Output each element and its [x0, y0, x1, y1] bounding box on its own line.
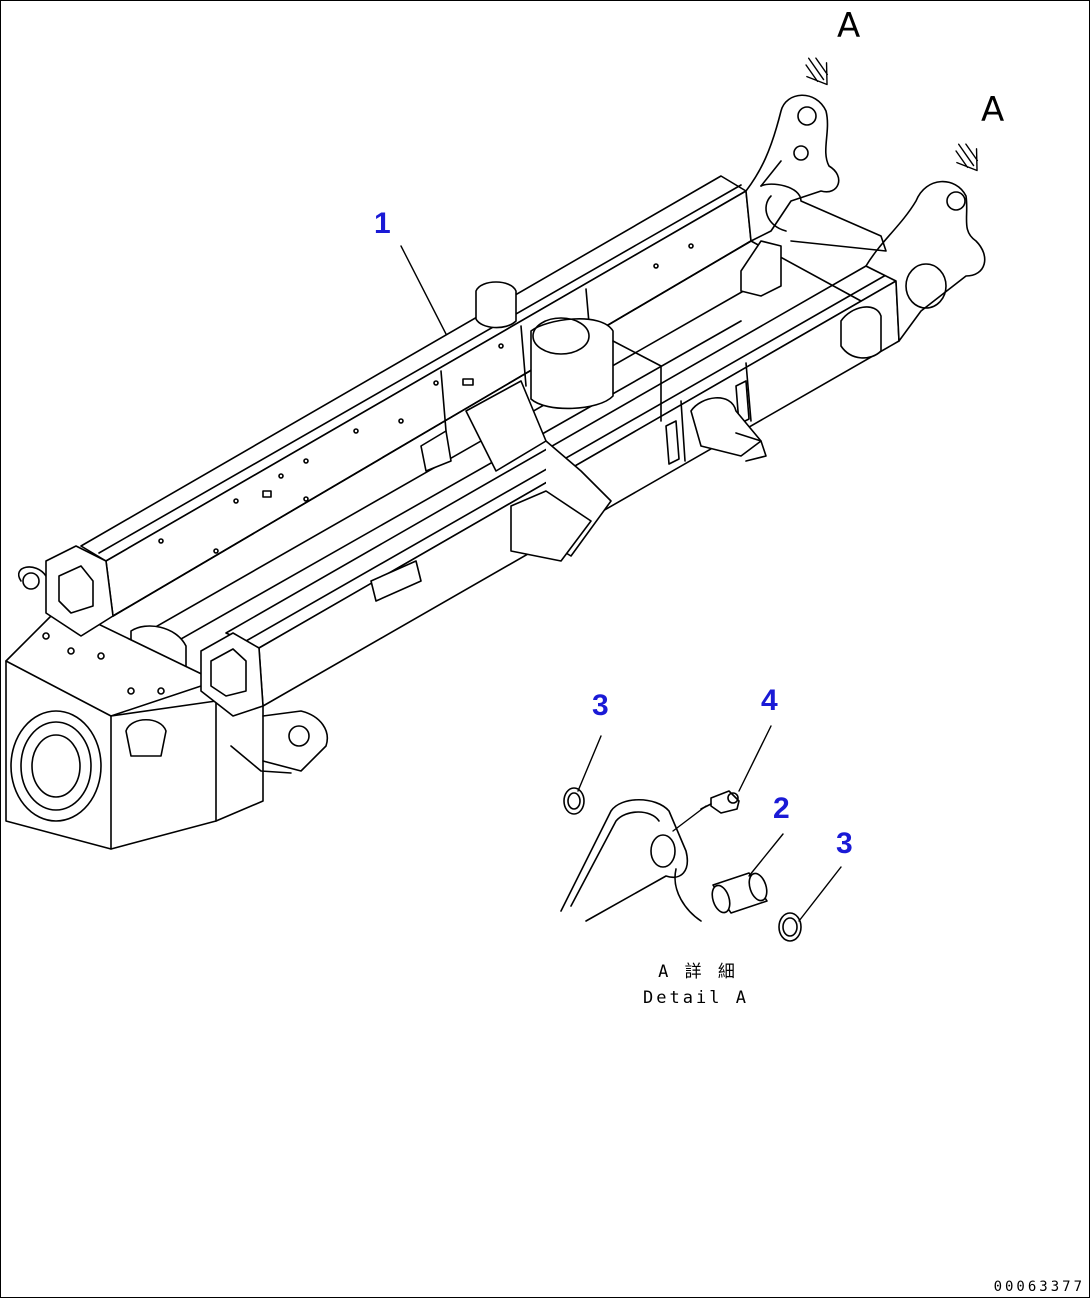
view-arrows: [805, 57, 979, 172]
rail-holes: [158, 243, 694, 554]
front-housing: [5, 545, 328, 850]
leader-lines-main: [400, 245, 447, 335]
rear-bracket-right: [760, 180, 986, 342]
view-marker-a-left: A: [837, 6, 861, 46]
drawing-number: 00063377: [993, 1279, 1085, 1295]
callout-2: 2: [773, 792, 790, 825]
callout-3-left: 3: [592, 689, 609, 722]
detail-a-drawing: [560, 725, 842, 942]
view-marker-a-right: A: [981, 90, 1005, 130]
callout-4: 4: [761, 684, 778, 717]
detail-caption-en: Detail A: [643, 988, 749, 1008]
rail-side-brackets: [370, 306, 882, 602]
detail-caption-jp: A 詳 細: [658, 962, 738, 982]
callout-3-right: 3: [836, 827, 853, 860]
rear-bracket-left: [740, 94, 840, 297]
callout-1: 1: [374, 207, 391, 240]
